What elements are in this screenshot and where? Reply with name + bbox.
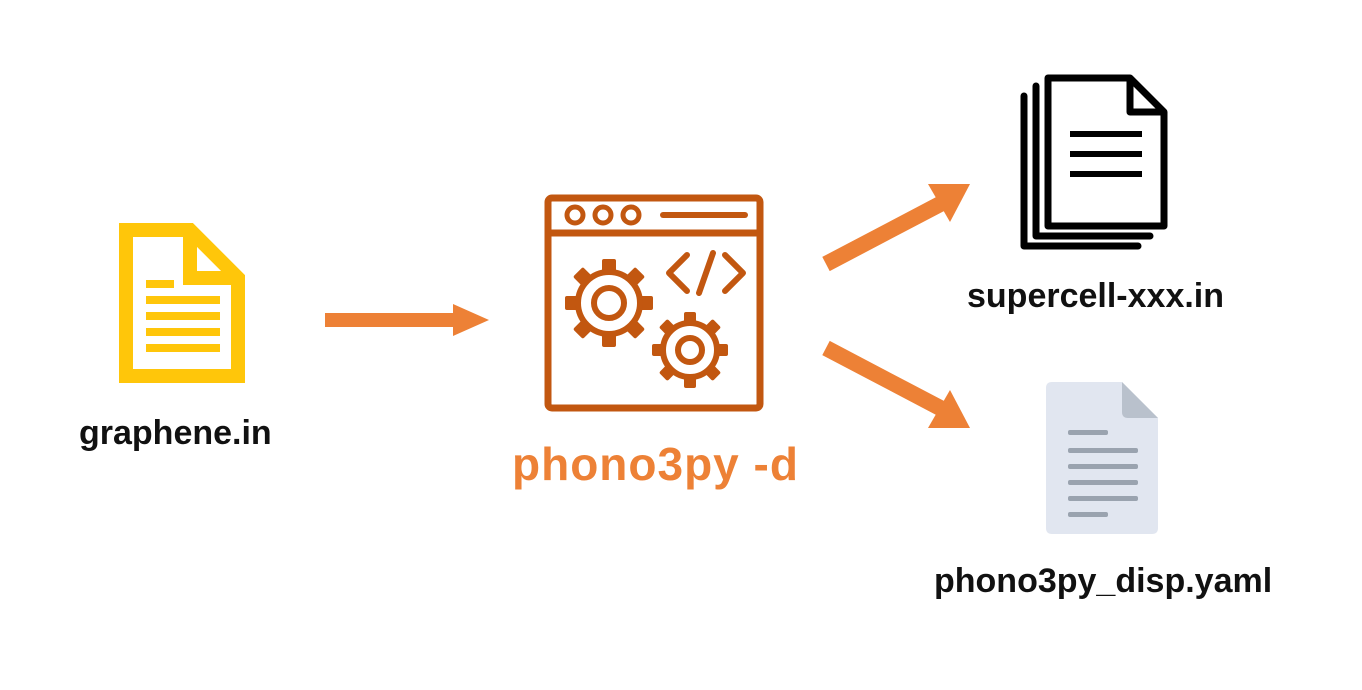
yaml-document-icon [1046, 382, 1160, 534]
input-file-label: graphene.in [79, 414, 272, 452]
program-command-label: phono3py -d [512, 438, 799, 490]
supercell-files-label: supercell-xxx.in [967, 277, 1225, 315]
program-window-icon [543, 193, 765, 413]
yaml-file-label: phono3py_disp.yaml [934, 562, 1273, 600]
arrow-program-to-supercell [820, 178, 980, 278]
stacked-documents-icon [1018, 74, 1170, 254]
input-document-icon [118, 222, 246, 384]
arrow-input-to-program [323, 300, 493, 340]
arrow-program-to-yaml [820, 338, 980, 438]
